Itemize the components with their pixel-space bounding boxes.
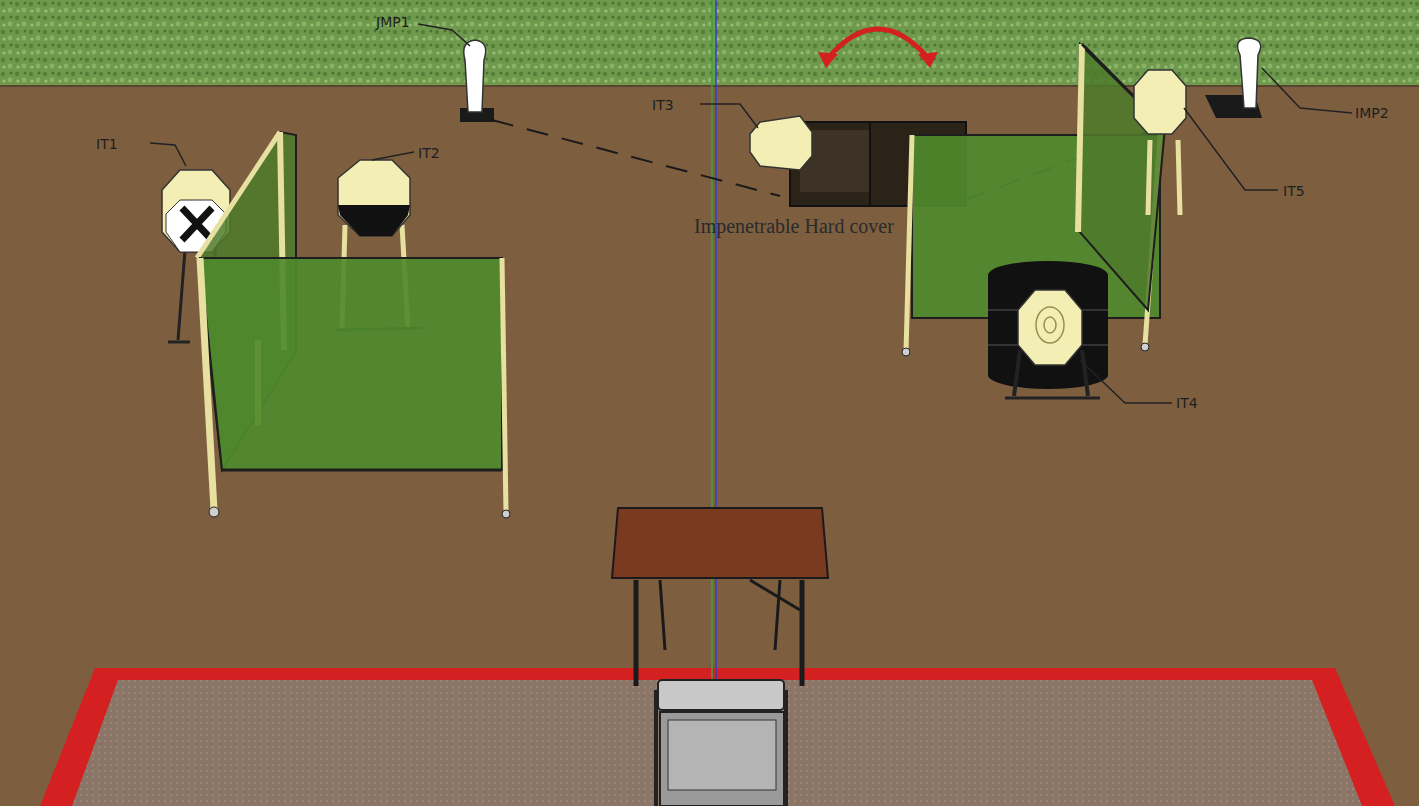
- popper-label: IMP2: [1355, 106, 1389, 120]
- target-label: IT2: [418, 146, 440, 160]
- target-label: IT3: [652, 98, 674, 112]
- hard-cover-note: Impenetrable Hard cover: [694, 216, 894, 236]
- target-label: IT4: [1176, 396, 1198, 410]
- popper-label: JMP1: [376, 15, 410, 29]
- target-label: IT5: [1283, 184, 1305, 198]
- target-label: IT1: [96, 137, 118, 151]
